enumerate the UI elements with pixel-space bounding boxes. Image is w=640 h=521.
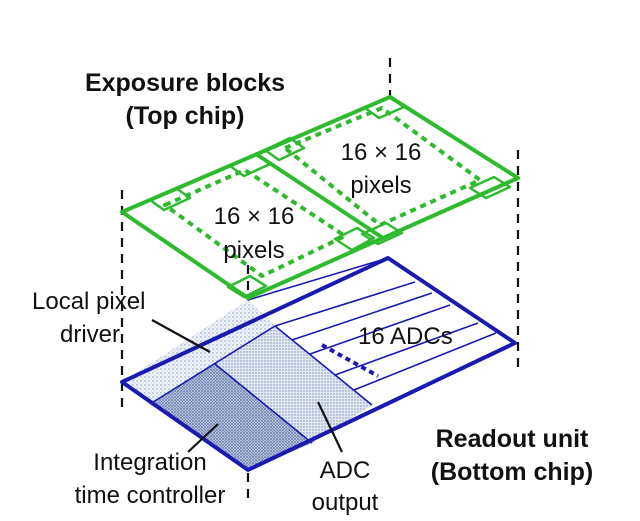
local-pixel-driver-region [122,300,275,404]
region-divider-mid [214,363,313,444]
adc-divider-2 [274,281,416,327]
adc-region [275,258,515,405]
readout-unit-chip: 16 ADCs [120,256,517,472]
readout-unit-outline [120,256,517,472]
local-driver-label-line1: Local pixel [32,288,145,315]
adc-output-label-line2: output [312,489,379,516]
top-chip-title-line1: Exposure blocks [85,69,285,97]
adc-divider-6 [353,332,497,391]
callout-leaders [151,319,343,453]
integration-controller-region [150,364,312,470]
bottom-chip-title-line2: (Bottom chip) [431,458,593,486]
exposure-blocks-outline [120,95,520,300]
right-block-corners [263,95,512,246]
block-divider [254,152,385,240]
left-block-label-line2: pixels [223,237,284,264]
top-chip-title-line2: (Top chip) [126,102,245,130]
region-divider-right [274,325,373,406]
region-divider-left [149,325,276,405]
adc-output-label-line1: ADC [320,457,371,484]
right-block-label-line2: pixels [350,172,411,199]
right-block-label-line1: 16 × 16 [341,139,422,166]
adc-dots [321,343,379,378]
local-driver-label-line2: driver [60,321,120,348]
adc-divider-1 [247,257,389,301]
integration-leader [187,423,219,453]
adc-divider-4 [309,304,451,355]
right-pixel-array [283,106,482,227]
local-driver-leader [151,319,211,353]
adcs-label: 16 ADCs [358,323,453,350]
adc-output-leader [317,401,343,453]
exposure-blocks-chip [120,95,520,300]
integration-label-line2: time controller [75,482,226,509]
adc-output-region [215,326,372,443]
integration-label-line1: Integration [93,449,206,476]
adc-divider-5 [334,322,479,376]
adc-divider-3 [291,292,433,341]
left-block-label-line1: 16 × 16 [214,203,295,230]
bottom-chip-title-line1: Readout unit [436,425,589,453]
left-pixel-array [163,168,347,278]
